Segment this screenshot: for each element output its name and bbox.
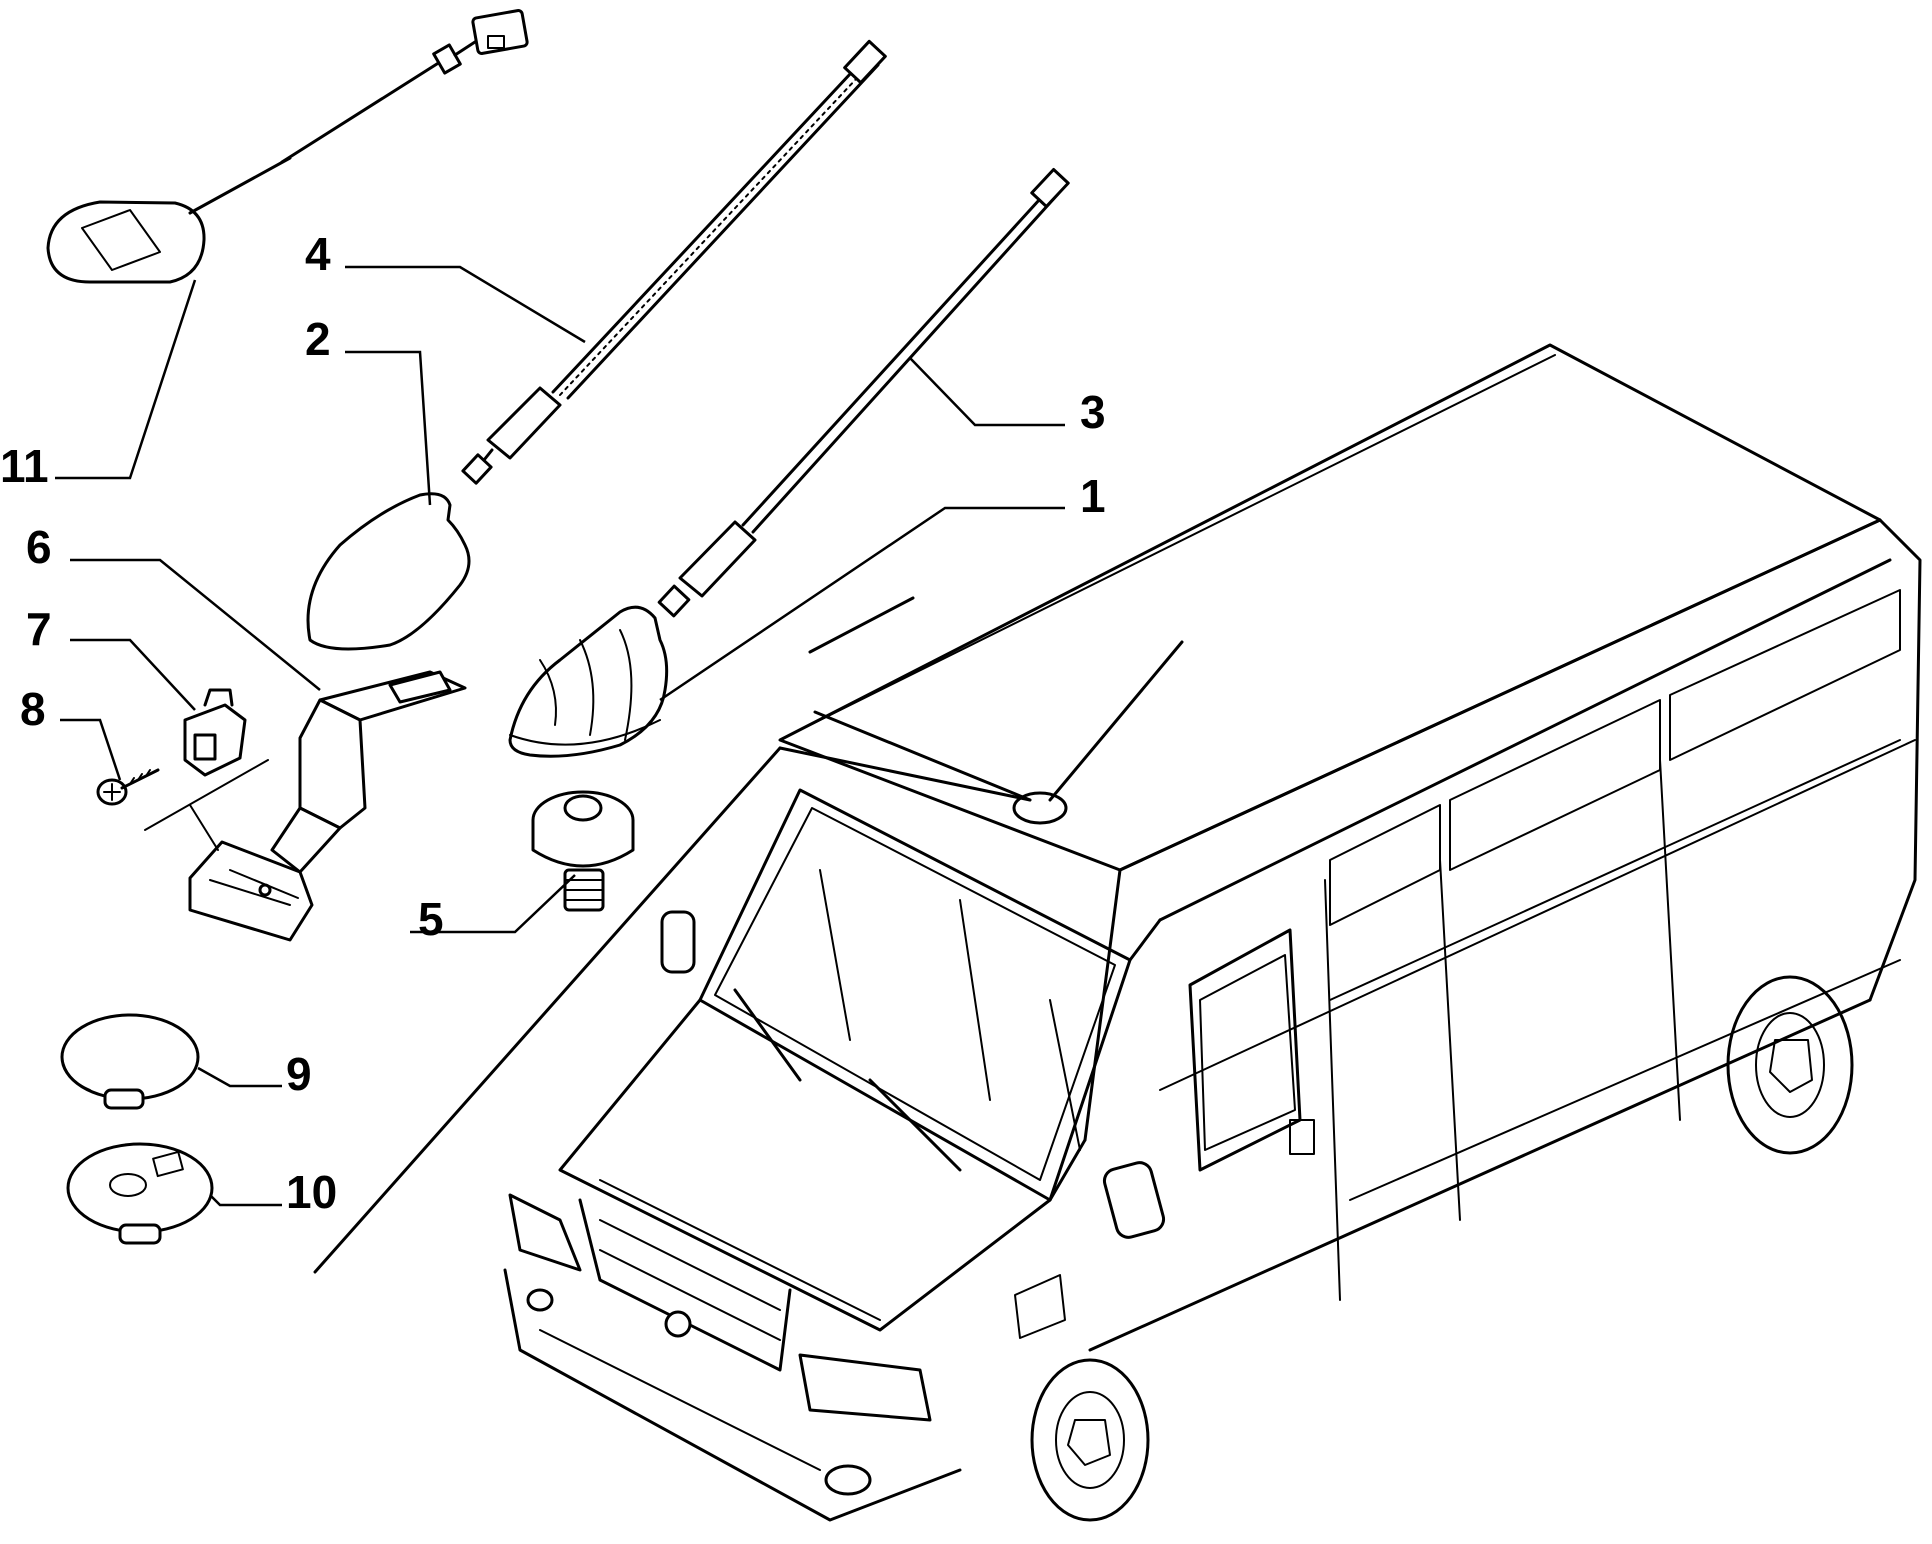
gps-antenna-part <box>46 9 529 284</box>
callout-6: 6 <box>26 521 52 573</box>
callout-4: 4 <box>305 228 331 280</box>
plug-cap-part <box>60 1013 200 1110</box>
callout-2: 2 <box>305 313 331 365</box>
reference-line-short <box>808 596 915 654</box>
roof-leader <box>813 710 1032 802</box>
leader-lines <box>55 265 1065 1207</box>
separator-line <box>144 759 269 831</box>
callout-9: 9 <box>286 1048 312 1100</box>
callout-1: 1 <box>1080 470 1106 522</box>
callout-10: 10 <box>286 1166 337 1218</box>
antenna-base-part <box>508 605 669 758</box>
mounting-nut-part <box>531 790 635 912</box>
callout-3: 3 <box>1080 386 1106 438</box>
cable-bracket-part <box>188 670 467 942</box>
plug-cap-holes-part <box>66 1142 214 1245</box>
separator-line-2 <box>189 804 219 851</box>
reference-line <box>313 746 782 1274</box>
callout-7: 7 <box>26 603 52 655</box>
van-illustration <box>503 343 1922 1522</box>
roof-antenna-icon <box>1012 640 1184 825</box>
roof-leader-2 <box>778 746 1032 802</box>
whip-antenna-part <box>657 167 1070 618</box>
screw-part <box>96 768 160 806</box>
base-gasket-part <box>306 492 471 651</box>
whip-antenna-spiral-part <box>461 39 887 485</box>
clip-part <box>183 688 247 777</box>
callout-11: 11 <box>0 440 49 492</box>
callout-5: 5 <box>418 893 444 945</box>
callout-8: 8 <box>20 683 46 735</box>
